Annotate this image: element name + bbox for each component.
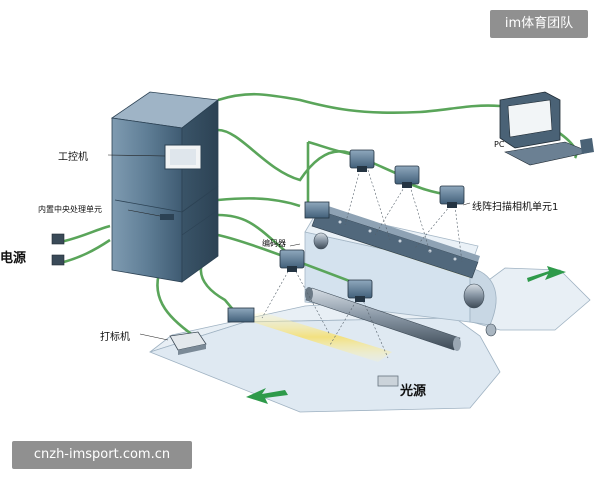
industrial-pc-cabinet (110, 91, 220, 283)
line-scan-camera (394, 165, 420, 188)
flow-arrow-right (527, 266, 566, 282)
light-source-box (377, 375, 399, 387)
camera-view-lines (261, 169, 463, 359)
marker-machine (169, 331, 207, 355)
watermark-badge: im体育团队 (490, 10, 588, 38)
encoder-box (304, 201, 330, 219)
line-scan-camera (439, 185, 465, 208)
power-label: 电源 (0, 251, 27, 266)
cpu-unit-label: 内置中央处理单元 (38, 205, 102, 214)
power-socket-icon (51, 233, 65, 266)
line-scan-camera (349, 149, 375, 172)
guide-roller (305, 287, 461, 351)
light-beam (240, 312, 392, 362)
flow-arrow-left (246, 388, 288, 404)
source-url-badge: cnzh-imsport.com.cn (12, 441, 192, 469)
encoder-label: 编码器 (262, 239, 286, 248)
camera-unit-label: 线阵扫描相机单元1 (472, 202, 559, 213)
pc-label: PC (494, 140, 505, 149)
line-scan-camera (347, 279, 373, 302)
desktop-pc-icon (499, 91, 594, 166)
industrial-pc-label: 工控机 (58, 152, 88, 163)
marker-label: 打标机 (100, 332, 130, 343)
line-scan-camera (279, 249, 305, 272)
upper-roller-bar (311, 204, 497, 337)
label-leaders (107, 154, 471, 341)
sensor-box (227, 307, 255, 323)
light-source-label: 光源 (400, 384, 427, 399)
